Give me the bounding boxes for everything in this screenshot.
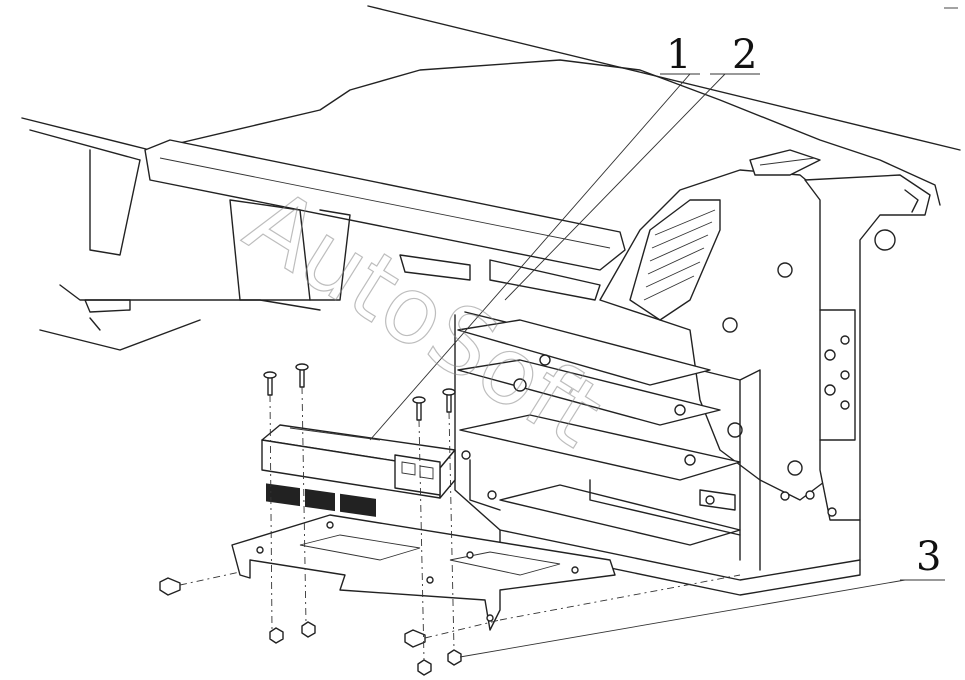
center-console-housing [599, 149, 841, 501]
nut [417, 659, 432, 676]
screw [412, 396, 426, 421]
callout-number-2: 2 [732, 32, 757, 78]
callout-number-3: 3 [916, 534, 941, 580]
nut [301, 621, 316, 638]
nut [269, 627, 284, 644]
base-mounting-plate [231, 514, 616, 631]
alignment-lines [179, 386, 741, 661]
air-vent-slats [643, 209, 716, 301]
screw [295, 363, 309, 388]
radio-mounting-frame [399, 254, 861, 596]
dashboard-panel [21, 5, 961, 351]
upper-screws [263, 363, 456, 421]
callout-number-1: 1 [666, 32, 691, 78]
front-screw [404, 629, 426, 648]
radio-control-module [261, 424, 456, 517]
side-mounting-bracket [804, 174, 931, 521]
connector-block [266, 483, 376, 517]
leader-lines [369, 73, 945, 658]
screw [263, 371, 277, 396]
callout-labels: 1 2 3 [666, 32, 941, 580]
side-screw [159, 577, 181, 596]
nut [447, 649, 462, 666]
